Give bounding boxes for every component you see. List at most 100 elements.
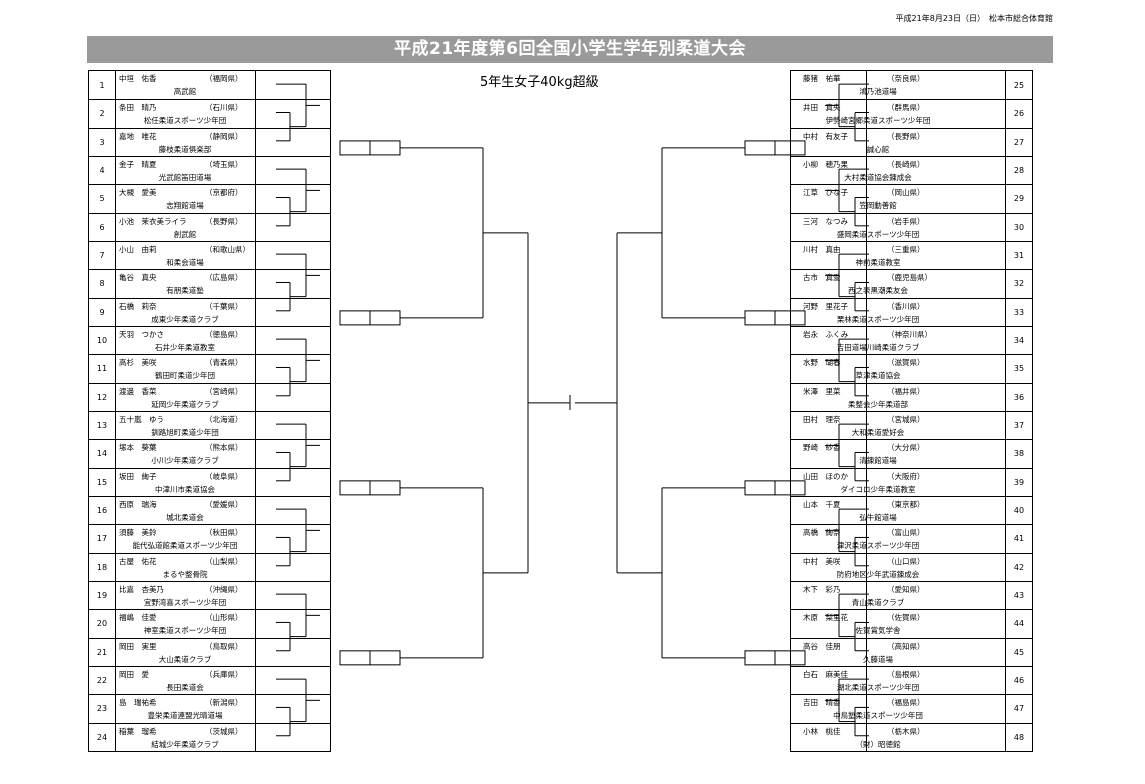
entry-number: 26: [1005, 100, 1032, 128]
player-prefecture: （福島県）: [887, 698, 925, 708]
player-name: 三河 なつみ: [803, 216, 848, 226]
player-prefecture: （熊本県）: [205, 443, 243, 453]
player-prefecture: （兵庫県）: [205, 669, 243, 679]
player-club: 大村柔道協会錬成会: [844, 172, 912, 182]
entry-number: 6: [89, 213, 116, 241]
player-prefecture: （静岡県）: [205, 131, 243, 141]
player-club: 湖北柔道スポーツ少年団: [836, 682, 920, 692]
entry-number: 5: [89, 185, 116, 213]
player-club: 吉田道場川崎柔道クラブ: [836, 342, 920, 352]
entry-number: 19: [89, 581, 116, 610]
entry-number: 23: [89, 695, 116, 723]
entry-number: 34: [1005, 326, 1032, 355]
player-prefecture: （奈良県）: [887, 74, 925, 83]
entry-number: 8: [89, 270, 116, 298]
entry-number: 10: [89, 326, 116, 355]
player-club: ダイコロ少年柔道教室: [840, 484, 916, 494]
player-club: 鴻乃池道場: [859, 87, 897, 96]
player-name: 稲葉 瑠希: [119, 726, 157, 736]
player-prefecture: （北海道）: [205, 414, 243, 424]
player-name: 西原 瑞海: [119, 499, 157, 509]
group-divider: [255, 496, 256, 582]
player-prefecture: （福岡県）: [205, 74, 243, 83]
player-name: 野崎 紗香: [803, 443, 841, 453]
player-name: 井田 真央: [803, 103, 841, 113]
player-club: 延岡少年柔道クラブ: [151, 399, 219, 409]
player-prefecture: （石川県）: [205, 103, 243, 113]
player-prefecture: （山梨県）: [205, 556, 243, 566]
player-club: 小川少年柔道クラブ: [151, 456, 219, 466]
entry-number: 48: [1005, 723, 1032, 751]
entry-number: 24: [89, 723, 116, 751]
player-prefecture: （大分県）: [887, 443, 925, 453]
player-club: 西之表黒潮柔友会: [848, 286, 908, 296]
player-club: まるや整骨院: [162, 569, 208, 579]
player-prefecture: （滋賀県）: [887, 358, 925, 368]
player-prefecture: （香川県）: [887, 301, 925, 311]
player-name: 渡邊 香菜: [119, 386, 157, 396]
entry-number: 25: [1005, 71, 1032, 100]
player-name: 塚本 葵葉: [119, 443, 157, 453]
player-name: 高橋 絢奈: [803, 528, 841, 538]
entry-number: 33: [1005, 298, 1032, 326]
player-name: 小池 茉衣美ライラ: [119, 216, 187, 226]
player-club: 高武館: [173, 87, 197, 96]
event-date-venue: 平成21年8月23日（日） 松本市総合体育館: [895, 14, 1053, 23]
player-name: 石橋 莉奈: [119, 301, 157, 311]
group-divider: [866, 581, 867, 667]
player-club: 弘牛館道場: [859, 512, 897, 522]
entry-number: 4: [89, 156, 116, 185]
player-prefecture: （新潟県）: [205, 698, 243, 708]
player-club: 光武館笛田道場: [158, 172, 212, 182]
player-prefecture: （富山県）: [887, 528, 925, 538]
player-club: 宜野湾喜スポーツ少年団: [143, 597, 227, 607]
player-prefecture: （宮城県）: [887, 414, 925, 424]
player-name: 大槻 愛美: [119, 188, 157, 198]
player-club: 能代弘道館柔道スポーツ少年団: [132, 541, 238, 551]
entry-number: 2: [89, 100, 116, 128]
player-club: 津沢柔道スポーツ少年団: [836, 541, 920, 551]
player-prefecture: （千葉県）: [205, 301, 243, 311]
player-prefecture: （山口県）: [887, 556, 925, 566]
player-club: 創武館: [173, 229, 197, 239]
player-name: 中垣 佑香: [119, 74, 157, 83]
group-divider: [255, 71, 256, 156]
player-prefecture: （長野県）: [205, 216, 243, 226]
entry-number: 39: [1005, 468, 1032, 496]
player-prefecture: （和歌山県）: [205, 244, 250, 254]
player-name: 岩永 ふくみ: [803, 329, 849, 339]
group-divider: [866, 666, 867, 752]
player-club: 成東少年柔道クラブ: [151, 314, 219, 324]
player-name: 島 瑞祐希: [119, 698, 157, 708]
entry-number: 12: [89, 383, 116, 411]
entry-number: 3: [89, 128, 116, 156]
player-prefecture: （栃木県）: [887, 726, 925, 736]
player-club: 志翔館道場: [166, 201, 204, 211]
player-prefecture: （島根県）: [887, 669, 925, 679]
player-club: 藤枝柔道俱楽部: [158, 144, 212, 154]
entry-number: 11: [89, 355, 116, 383]
player-name: 小山 由莉: [119, 244, 157, 254]
player-name: 天羽 つかさ: [119, 329, 164, 339]
entry-number: 29: [1005, 185, 1032, 213]
